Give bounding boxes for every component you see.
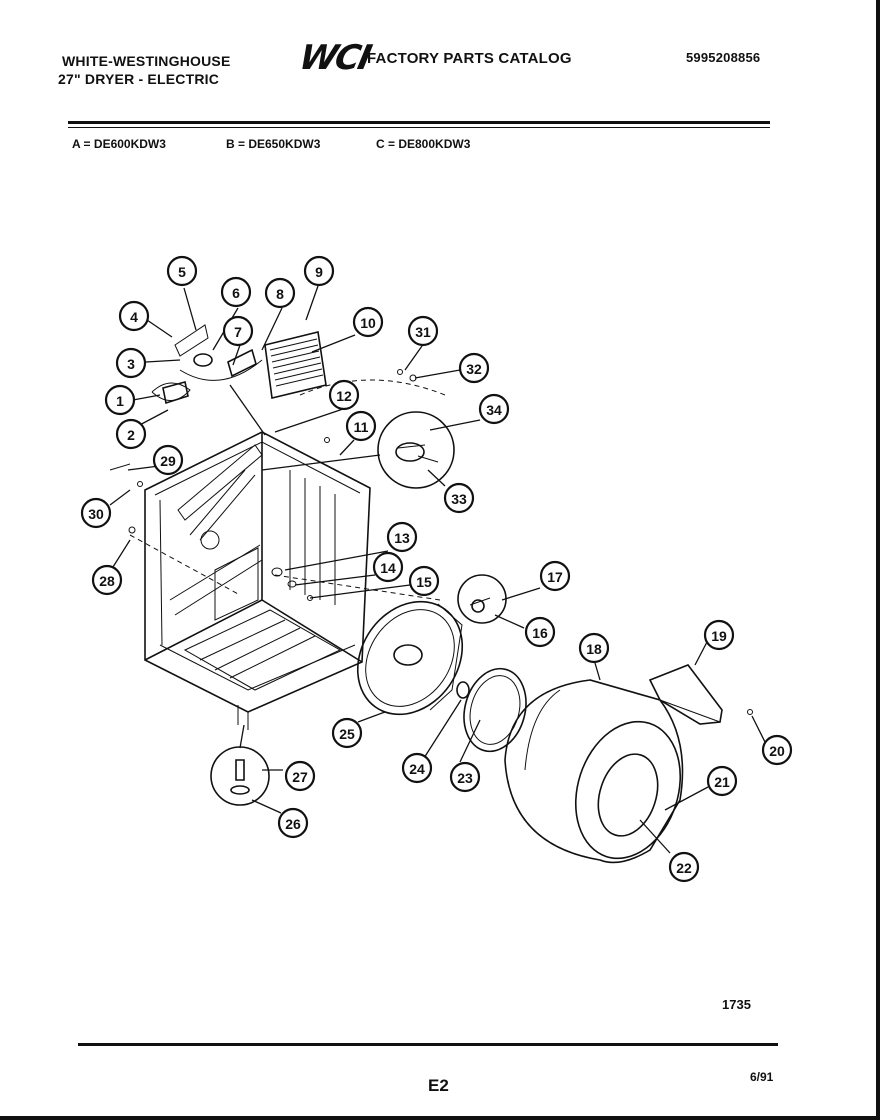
callout-16: 16 — [524, 616, 556, 648]
callout-29: 29 — [152, 444, 184, 476]
callout-7: 7 — [222, 315, 254, 347]
callout-26: 26 — [277, 807, 309, 839]
callout-23: 23 — [449, 761, 481, 793]
callout-13: 13 — [386, 521, 418, 553]
callout-label: 12 — [336, 388, 352, 404]
callout-12: 12 — [328, 379, 360, 411]
callout-label: 33 — [451, 491, 467, 507]
callout-label: 32 — [466, 361, 482, 377]
leveling-leg-detail — [210, 724, 270, 806]
callout-label: 17 — [547, 569, 563, 585]
callout-17: 17 — [539, 560, 571, 592]
callout-24: 24 — [401, 752, 433, 784]
callout-label: 22 — [676, 860, 692, 876]
model-b: B = DE650KDW3 — [226, 137, 321, 151]
figure-number: 1735 — [722, 997, 751, 1012]
drum-seal-rings — [456, 667, 527, 753]
callout-15: 15 — [408, 565, 440, 597]
callout-19: 19 — [703, 619, 735, 651]
callout-18: 18 — [578, 632, 610, 664]
header-rule-thin — [68, 127, 770, 128]
callout-label: 5 — [178, 264, 186, 280]
callout-label: 9 — [315, 264, 323, 280]
callout-label: 2 — [127, 427, 135, 443]
callout-label: 15 — [416, 574, 432, 590]
callout-9: 9 — [303, 255, 335, 287]
callout-1: 1 — [104, 384, 136, 416]
callout-label: 6 — [232, 285, 240, 301]
callout-22: 22 — [668, 851, 700, 883]
callout-28: 28 — [91, 564, 123, 596]
callout-label: 7 — [234, 324, 242, 340]
callout-label: 34 — [486, 402, 502, 418]
callout-34: 34 — [478, 393, 510, 425]
callout-33: 33 — [443, 482, 475, 514]
callout-5: 5 — [166, 255, 198, 287]
callout-25: 25 — [331, 717, 363, 749]
callout-label: 1 — [116, 393, 124, 409]
revision-date: 6/91 — [750, 1070, 774, 1084]
brand-name: WHITE-WESTINGHOUSE — [62, 53, 231, 69]
callout-label: 30 — [88, 506, 104, 522]
callout-label: 4 — [130, 309, 138, 325]
footer-rule — [78, 1043, 778, 1046]
door-switch-cluster — [151, 324, 266, 436]
callouts: 1234567891011121314151617181920212223242… — [80, 255, 793, 883]
callout-label: 16 — [532, 625, 548, 641]
callout-32: 32 — [458, 352, 490, 384]
callout-label: 29 — [160, 453, 176, 469]
callout-label: 25 — [339, 726, 355, 742]
model-c: C = DE800KDW3 — [376, 137, 471, 151]
catalog-title: FACTORY PARTS CATALOG — [367, 50, 572, 67]
callout-8: 8 — [264, 277, 296, 309]
callout-3: 3 — [115, 347, 147, 379]
callout-label: 13 — [394, 530, 410, 546]
callout-21: 21 — [706, 765, 738, 797]
callout-label: 23 — [457, 770, 473, 786]
model-a: A = DE600KDW3 — [72, 137, 166, 151]
callout-label: 21 — [714, 774, 730, 790]
idler-pulley — [648, 664, 723, 725]
callout-2: 2 — [115, 418, 147, 450]
small-hardware — [109, 369, 753, 715]
leader-lines — [109, 285, 766, 854]
callout-11: 11 — [345, 410, 377, 442]
callout-label: 14 — [380, 560, 396, 576]
rear-bulkhead — [356, 600, 464, 716]
page-label: E2 — [428, 1076, 449, 1095]
callout-label: 20 — [769, 743, 785, 759]
callout-20: 20 — [761, 734, 793, 766]
callout-label: 27 — [292, 769, 308, 785]
callout-label: 28 — [99, 573, 115, 589]
callout-10: 10 — [352, 306, 384, 338]
callout-label: 31 — [415, 324, 431, 340]
callout-27: 27 — [284, 760, 316, 792]
callout-label: 24 — [409, 761, 425, 777]
callout-label: 11 — [354, 419, 369, 435]
callout-31: 31 — [407, 315, 439, 347]
callout-30: 30 — [80, 497, 112, 529]
catalog-number: 5995208856 — [686, 50, 761, 65]
header-rule-thick — [68, 121, 770, 124]
callout-label: 3 — [127, 356, 135, 372]
callout-label: 10 — [360, 315, 376, 331]
drum — [504, 679, 684, 864]
callout-label: 18 — [586, 641, 602, 657]
product-name: 27" DRYER - ELECTRIC — [58, 71, 220, 87]
lint-screen-grille — [264, 331, 327, 399]
callout-14: 14 — [372, 551, 404, 583]
cabinet-assembly — [144, 431, 371, 730]
callout-label: 8 — [276, 286, 284, 302]
callout-label: 26 — [285, 816, 301, 832]
callout-4: 4 — [118, 300, 150, 332]
callout-label: 19 — [711, 628, 727, 644]
thermostat-detail — [261, 379, 455, 489]
callout-6: 6 — [220, 276, 252, 308]
